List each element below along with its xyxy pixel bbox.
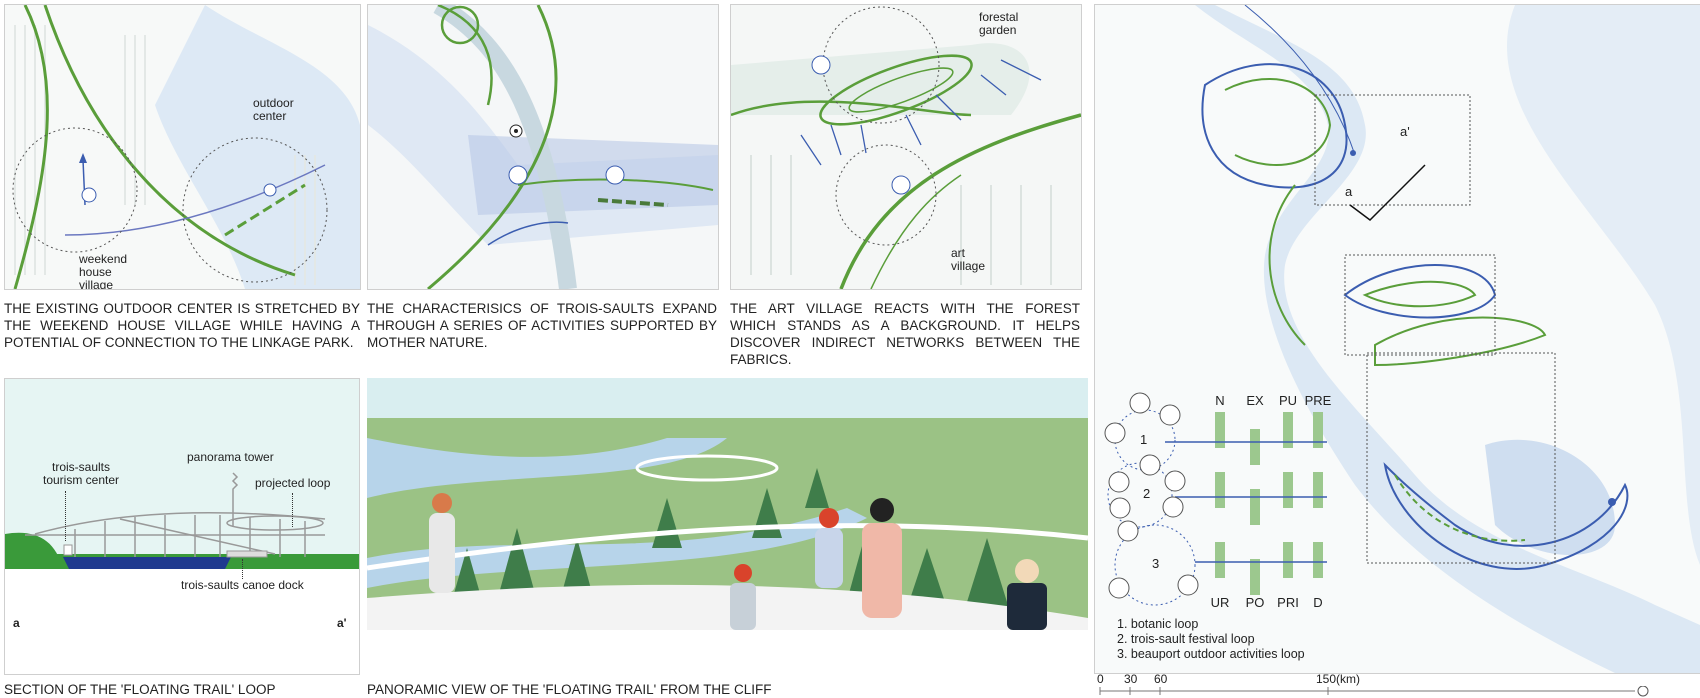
master-plan-map: a' a N EX PU PRE UR PO PRI D 1 2 3 1. bo…	[1094, 4, 1700, 674]
legend-item-festival-loop: 2. trois-sault festival loop	[1117, 632, 1255, 646]
scale-tick-150: 150(km)	[1316, 672, 1361, 686]
map-section-mark-a-prime: a'	[1400, 124, 1410, 139]
art-village-caption: THE ART VILLAGE REACTS WITH THE FOREST W…	[730, 301, 1080, 367]
panorama-tower-label: panorama tower	[187, 450, 274, 464]
projected-loop-label: projected loop	[255, 476, 331, 490]
art-village-diagram: forestal garden art village	[730, 4, 1082, 290]
canoe-dock-label: trois-saults canoe dock	[181, 578, 304, 592]
legend-col-d: D	[1313, 595, 1323, 610]
legend-col-pri: PRI	[1277, 595, 1299, 610]
legend-col-pu: PU	[1278, 393, 1298, 408]
scale-bar-line	[1099, 686, 1649, 697]
tourism-center-leader	[65, 491, 66, 541]
tourism-center-label: trois-saults tourism center	[42, 460, 120, 487]
scale-tick-30: 30	[1124, 672, 1138, 686]
section-drawing: trois-saults tourism center panorama tow…	[4, 378, 360, 675]
trois-saults-map	[368, 5, 718, 289]
trois-saults-diagram	[367, 4, 719, 290]
legend-col-po: PO	[1245, 595, 1265, 610]
north-arrow-icon	[1637, 686, 1649, 697]
section-mark-a: a	[13, 616, 20, 630]
section-caption: SECTION OF THE 'FLOATING TRAIL' LOOP	[4, 682, 276, 697]
scale-tick-60: 60	[1154, 672, 1168, 686]
weekend-village-label: weekend house village	[79, 252, 128, 290]
outdoor-center-label: outdoor center	[253, 96, 294, 123]
outdoor-center-map	[5, 5, 360, 289]
outdoor-center-caption: THE EXISTING OUTDOOR CENTER IS STRETCHED…	[4, 301, 360, 350]
legend-item-botanic-loop: 1. botanic loop	[1117, 617, 1199, 631]
map-section-mark-a: a	[1345, 184, 1353, 199]
outdoor-center-diagram: outdoor center weekend house village	[4, 4, 361, 290]
legend-col-pre: PRE	[1304, 393, 1332, 408]
scale-tick-0: 0	[1097, 672, 1104, 686]
legend-col-ur: UR	[1210, 595, 1230, 610]
legend-col-ex: EX	[1246, 393, 1264, 408]
panorama-illustration	[367, 378, 1088, 630]
master-plan-drawing	[1095, 5, 1700, 673]
canoe-dock-leader	[242, 559, 243, 579]
art-village-map	[731, 5, 1081, 289]
forestal-garden-label: forestal garden	[979, 10, 1019, 37]
loop-number-2: 2	[1143, 486, 1151, 501]
legend-item-outdoor-loop: 3. beauport outdoor activities loop	[1117, 647, 1305, 661]
panorama-caption: PANORAMIC VIEW OF THE 'FLOATING TRAIL' F…	[367, 682, 772, 697]
projected-loop-leader	[292, 493, 293, 527]
art-village-label: art village	[951, 246, 986, 273]
loop-number-1: 1	[1140, 432, 1148, 447]
panorama-view	[367, 378, 1088, 630]
loop-number-3: 3	[1152, 556, 1160, 571]
legend-col-n: N	[1215, 393, 1225, 408]
section-mark-a-prime: a'	[337, 616, 347, 630]
trois-saults-caption: THE CHARACTERISICS OF TROIS-SAULTS EXPAN…	[367, 301, 717, 350]
section-illustration	[5, 379, 359, 674]
